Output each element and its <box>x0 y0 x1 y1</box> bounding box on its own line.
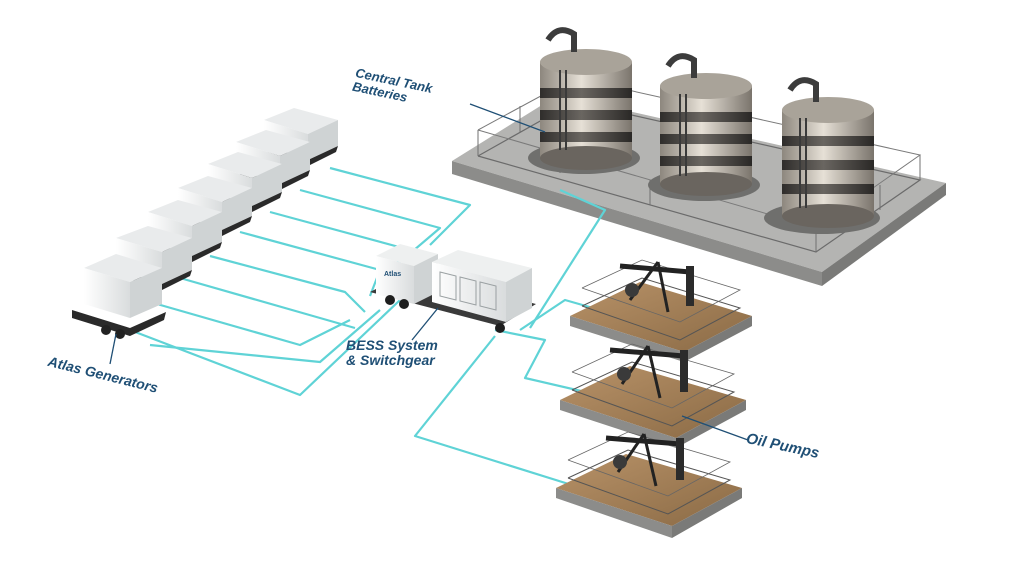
pump-pad-1 <box>570 259 752 362</box>
leader-tanks <box>469 103 546 133</box>
trailer-logo: Atlas <box>384 271 401 278</box>
storage-tank-1 <box>528 27 640 174</box>
label-bess-line1: BESS System <box>346 337 438 353</box>
cable-gen-7 <box>149 300 351 347</box>
tank-pad-side-left <box>452 161 822 286</box>
trailer-wheel <box>495 323 505 333</box>
cable-pump-1 <box>519 298 601 331</box>
trailer-wheel <box>385 295 395 305</box>
cable-gen-1 <box>329 166 472 246</box>
cable-gen-1b <box>129 299 401 397</box>
cable-gen-5 <box>209 254 366 313</box>
pump-pad-2 <box>560 343 746 448</box>
cable-pump-2 <box>494 328 621 402</box>
switchgear-doors <box>439 271 497 311</box>
leader-pumps <box>681 415 749 441</box>
leader-lines <box>109 103 749 441</box>
switchgear-side <box>506 268 532 322</box>
leader-bess <box>411 307 439 341</box>
switchgear-front <box>432 262 506 322</box>
generator-7 <box>72 254 166 339</box>
label-bess-line2: & Switchgear <box>346 351 435 368</box>
cable-gen-6 <box>179 276 356 330</box>
bess-unit-top <box>376 244 438 266</box>
cable-tanks <box>529 188 607 329</box>
cable-gen-4 <box>239 230 382 297</box>
cable-gen-2b <box>149 309 381 364</box>
bess-trailer: Atlas <box>370 244 536 333</box>
switchgear-top <box>432 250 532 282</box>
generator-row <box>72 108 338 339</box>
storage-tank-2 <box>648 53 760 201</box>
pump-pad-3 <box>556 431 742 538</box>
storage-tank-3 <box>764 77 880 234</box>
bess-unit-front <box>376 256 414 304</box>
tank-pad-side-right <box>822 183 946 286</box>
label-bess-system: BESS System & Switchgear <box>346 338 438 367</box>
leader-generators <box>109 333 117 365</box>
trailer-wheel <box>399 299 409 309</box>
